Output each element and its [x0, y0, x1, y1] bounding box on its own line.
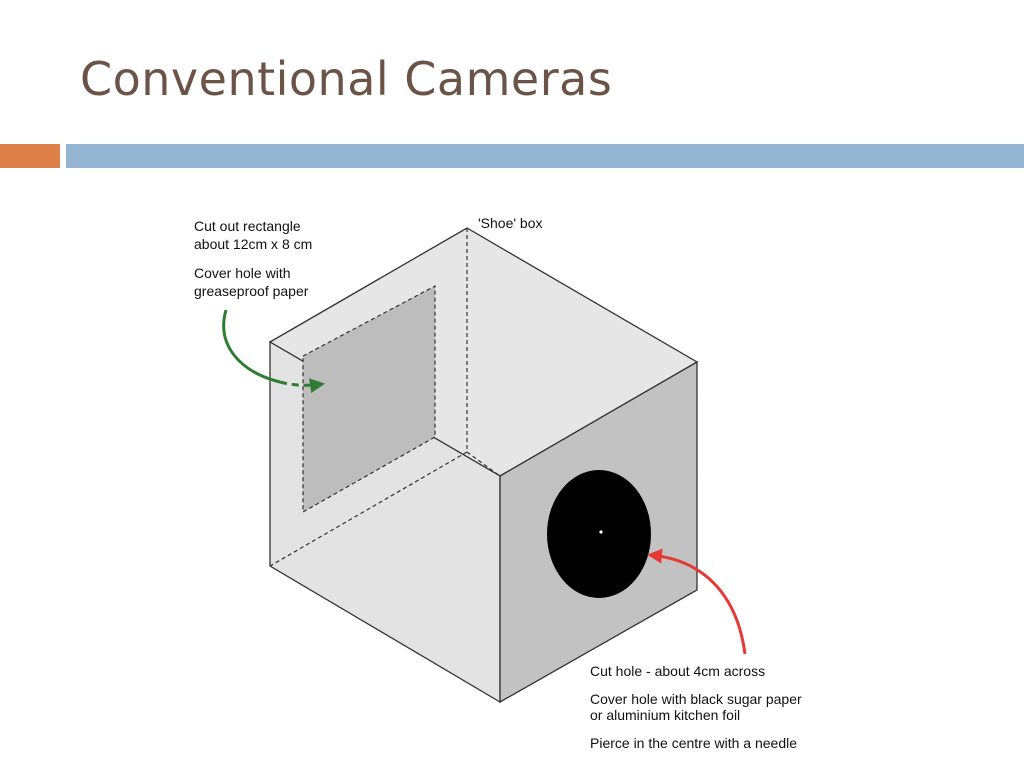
- accent-bar-blue: [66, 144, 1024, 168]
- slide-title: Conventional Cameras: [80, 52, 613, 106]
- top-note-line4: greaseproof paper: [194, 283, 309, 299]
- greaseproof-window: [302, 285, 436, 514]
- bottom-note-line2: Cover hole with black sugar paper: [590, 691, 802, 707]
- hidden-edge-left: [269, 451, 468, 567]
- top-note-line1: Cut out rectangle: [194, 218, 301, 234]
- top-note-line3: Cover hole with: [194, 265, 291, 281]
- top-note-line2: about 12cm x 8 cm: [194, 236, 312, 252]
- black-hole-cover: [547, 470, 651, 598]
- box-label: 'Shoe' box: [478, 215, 543, 231]
- green-arrow-dashed-icon: [279, 378, 325, 394]
- green-arrow-icon: [222, 309, 281, 384]
- pinhole: [599, 530, 603, 534]
- bottom-note-line1: Cut hole - about 4cm across: [590, 663, 765, 679]
- bottom-note-line3: or aluminium kitchen foil: [590, 707, 740, 723]
- bottom-note-line4: Pierce in the centre with a needle: [590, 735, 797, 751]
- accent-bar-orange: [0, 144, 60, 168]
- red-arrow-icon: [647, 548, 747, 655]
